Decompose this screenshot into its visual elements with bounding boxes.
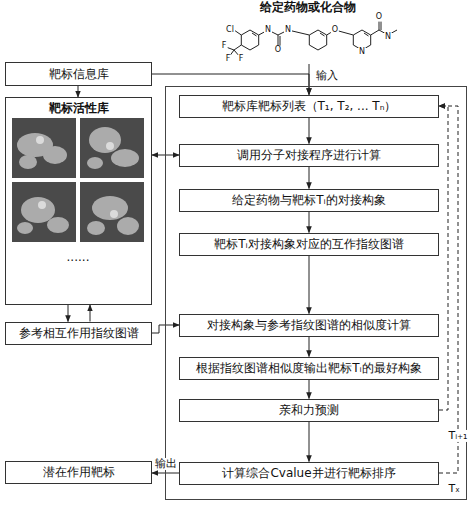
flow-arrow [439, 106, 448, 410]
output-box: 潜在作用靶标 [5, 461, 152, 484]
process-box: 靶标Tᵢ对接构象对应的互作指纹图谱 [179, 233, 439, 256]
compound-structure [226, 20, 397, 57]
node-text: 计算综合Cvalue并进行靶标排序 [222, 466, 395, 481]
atom-label: N [264, 26, 272, 35]
process-box: 参考相互作用指纹图谱 [5, 322, 152, 345]
flow-arrow [68, 305, 69, 322]
node-text: 亲和力预测 [279, 403, 339, 418]
atom-label: O [375, 13, 383, 22]
process-box: 靶标库靶标列表（T₁, T₂, ... Tₙ） [179, 95, 439, 118]
node-text: 参考相互作用指纹图谱 [19, 326, 139, 341]
node-text: 靶标信息库 [49, 67, 109, 82]
atom-label: F [221, 42, 228, 51]
process-box: 给定药物与靶标Tᵢ的对接构象 [179, 189, 439, 212]
atom-label: O [274, 46, 282, 55]
process-box: 亲和力预测 [179, 399, 439, 422]
flow-arrow [309, 167, 310, 189]
node-text: 调用分子对接程序进行计算 [237, 148, 381, 163]
flow-arrow [439, 106, 458, 473]
atom-label: Cl [225, 26, 235, 35]
flow-arrow [309, 337, 310, 357]
flow-arrow [309, 422, 310, 462]
process-box: 靶标信息库 [5, 62, 152, 86]
atom-label: F [238, 55, 245, 64]
node-text: 靶标库靶标列表（T₁, T₂, ... Tₙ） [222, 99, 397, 114]
node-text: 根据指纹图谱相似度输出靶标Tᵢ的最好构象 [196, 361, 421, 376]
protein-images [12, 118, 144, 242]
flow-arrow [309, 212, 310, 233]
flow-arrow [309, 256, 310, 314]
flow-arrow [78, 86, 79, 97]
atom-label: N [284, 26, 292, 35]
loop-frame: Tₓ 靶标库靶标列表（T₁, T₂, ... Tₙ） 调用分子对接程序进行计算给定药… [165, 86, 467, 500]
database-panel: 靶标活性库 [5, 97, 152, 305]
node-text: Tₓ [448, 482, 460, 496]
process-box: 计算综合Cvalue并进行靶标排序 [179, 462, 439, 485]
flow-arrow [309, 118, 310, 144]
atom-label: N [384, 33, 392, 42]
edge-label: Tᵢ₊₁ [447, 430, 470, 442]
node-text: 给定药物与靶标Tᵢ的对接构象 [232, 193, 385, 208]
flow-arrow [152, 74, 309, 95]
edge-label: 输出 [153, 458, 179, 470]
node-text: 靶标Tᵢ对接构象对应的互作指纹图谱 [214, 237, 403, 252]
flow-arrow [90, 305, 91, 322]
node-text: 给定药物或化合物 [260, 0, 356, 15]
ellipsis-note: ...... [65, 251, 92, 264]
process-box: 调用分子对接程序进行计算 [179, 144, 439, 167]
flow-arrow [309, 380, 310, 399]
atom-label: O [331, 26, 339, 35]
atom-label: F [225, 55, 232, 64]
atom-label: N [358, 48, 366, 57]
node-text: 靶标活性库 [49, 101, 109, 116]
node-text: 对接构象与参考指纹图谱的相似度计算 [207, 318, 411, 333]
edge-label: 输入 [314, 70, 340, 82]
process-box: 对接构象与参考指纹图谱的相似度计算 [179, 314, 439, 337]
process-box: 根据指纹图谱相似度输出靶标Tᵢ的最好构象 [179, 357, 439, 380]
node-text: 潜在作用靶标 [43, 465, 115, 480]
